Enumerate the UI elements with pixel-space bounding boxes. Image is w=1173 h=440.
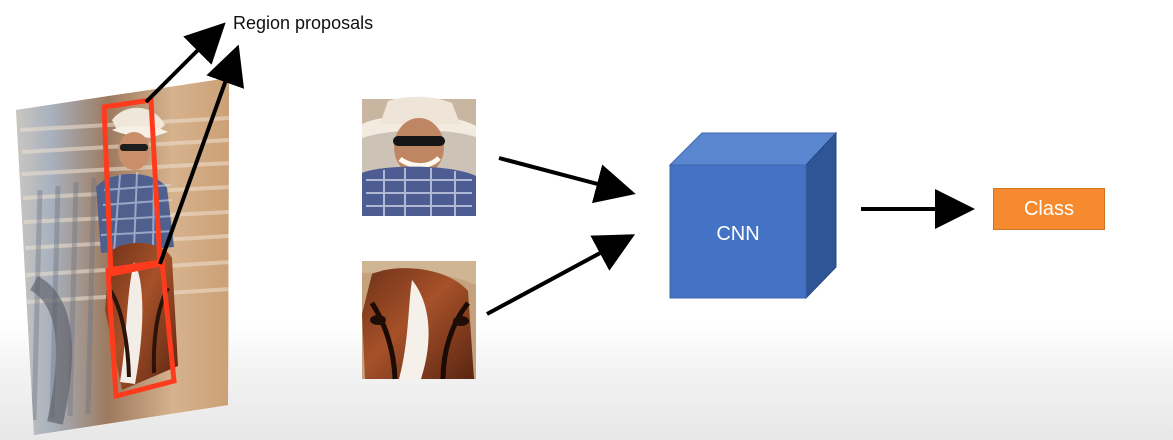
cnn-cube [668,131,838,300]
source-photo [16,78,229,435]
region-proposals-label: Region proposals [233,13,374,33]
person-proposal-arrow [144,22,226,104]
person-crop-image [362,96,476,216]
horse-crop-image [362,261,476,380]
class-label: Class [1023,198,1074,220]
horse-proposal-arrow [158,44,245,265]
class-output-box: Class [993,188,1105,230]
cnn-label: CNN [716,223,760,245]
horse-to-cnn-arrow [486,234,636,316]
horse-region-box [105,259,177,400]
person-to-cnn-arrow [498,156,636,204]
